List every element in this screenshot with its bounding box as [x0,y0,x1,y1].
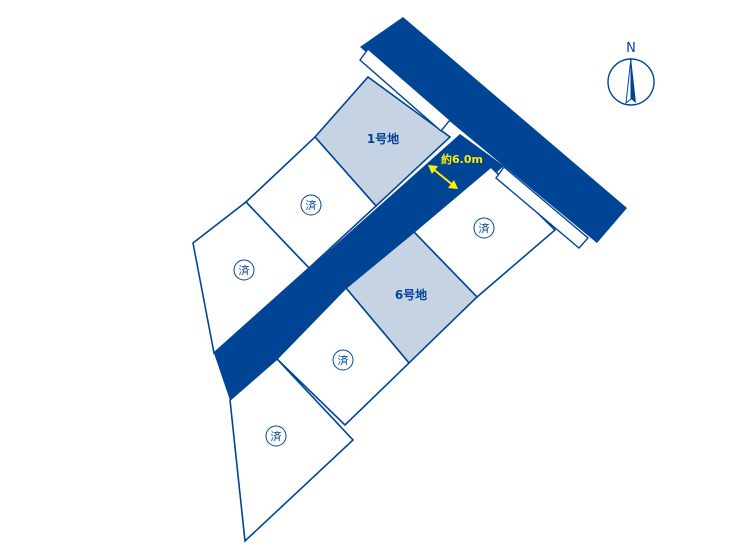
road-end-notch [214,350,230,400]
lot-1-label: 1号地 [367,131,399,146]
lot-1[interactable]: 1号地 [313,75,452,208]
road-diagonal [214,134,504,400]
sold-mark-circle-3 [233,259,255,281]
lot-5-label: 済 [338,353,349,367]
lots-layer: 1号地 済 済 済 6号地 済 [192,75,557,543]
lot-6-label: 6号地 [395,287,427,302]
lot-2-label: 済 [306,198,317,212]
lot-3[interactable]: 済 [192,200,311,355]
road-network [214,17,627,400]
road-width-indicator: 約6.0m [428,152,483,189]
north-arrow-icon [625,57,636,105]
lot-5[interactable]: 済 [275,286,411,427]
road-width-arrowhead-bottom [448,180,458,189]
road-width-label: 約6.0m [441,152,483,166]
sold-mark-circle-5 [332,349,354,371]
compass: N [607,41,655,106]
lot-7-shape[interactable] [229,357,355,543]
road-top-strip [360,17,627,243]
lot-7[interactable]: 済 [229,357,355,543]
road-edge-strips [359,47,590,249]
road-width-arrowhead-top [428,165,438,174]
lot-7-label: 済 [271,429,282,443]
road-edge-strip-top [359,47,451,133]
road-width-arrow-line [431,167,455,187]
lot-5-shape[interactable] [275,286,411,427]
sold-mark-circle-4 [473,217,495,239]
sold-mark-circle-7 [265,425,287,447]
road-edge-strip-right [495,165,590,249]
sold-mark-circle-2 [300,194,322,216]
lot-4-label: 済 [479,221,490,235]
north-label: N [626,41,636,56]
lot-3-label: 済 [239,263,250,277]
